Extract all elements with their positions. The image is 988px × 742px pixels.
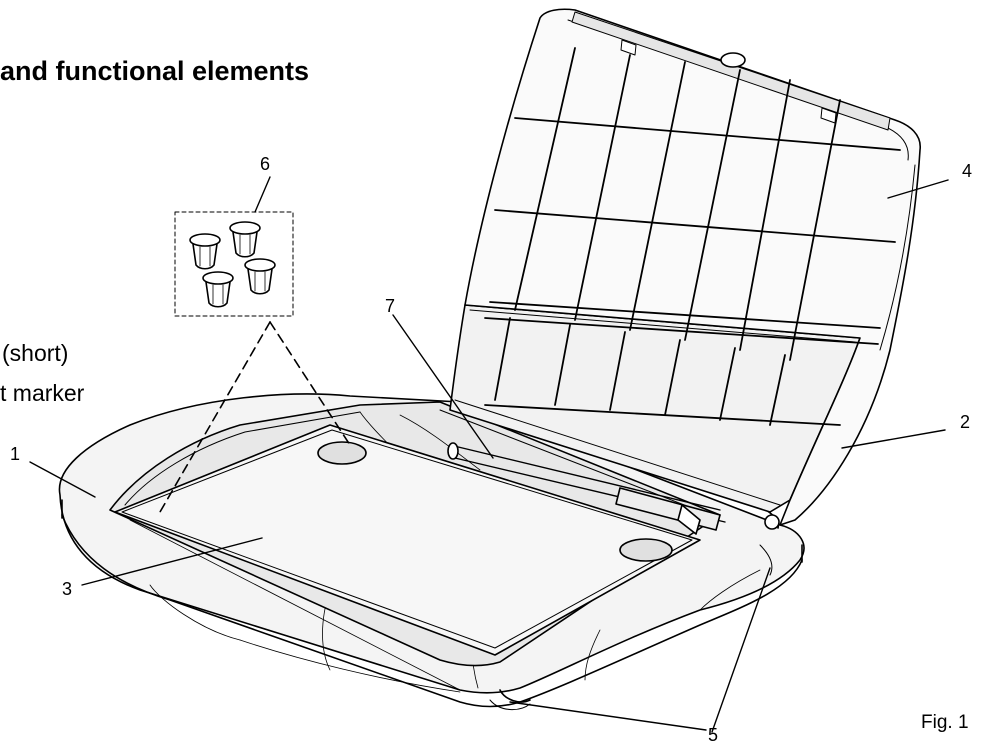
insert-plate	[114, 424, 701, 656]
figure-label: Fig. 1	[921, 712, 969, 733]
callout-2: 2	[960, 412, 970, 432]
callout-1: 1	[10, 444, 20, 464]
indicator-lines	[159, 321, 351, 513]
callout-5a: 5	[708, 725, 718, 742]
legend-line-2: t marker	[0, 380, 85, 406]
callout-6: 6	[260, 154, 270, 174]
pen	[447, 442, 780, 535]
plug-3	[202, 271, 234, 308]
legend-line-1: (short)	[2, 340, 69, 366]
foot	[489, 544, 773, 710]
plug-2	[229, 221, 261, 258]
callout-4: 4	[962, 161, 972, 181]
plug-4	[244, 258, 276, 295]
callout-3: 3	[62, 579, 72, 599]
callout-5b: 5	[712, 725, 722, 742]
page-heading: and functional elements	[0, 56, 310, 86]
leader-lines	[29, 176, 949, 733]
plug-1	[189, 233, 221, 270]
callout-7: 7	[385, 296, 395, 316]
accessory-inset	[174, 211, 294, 317]
